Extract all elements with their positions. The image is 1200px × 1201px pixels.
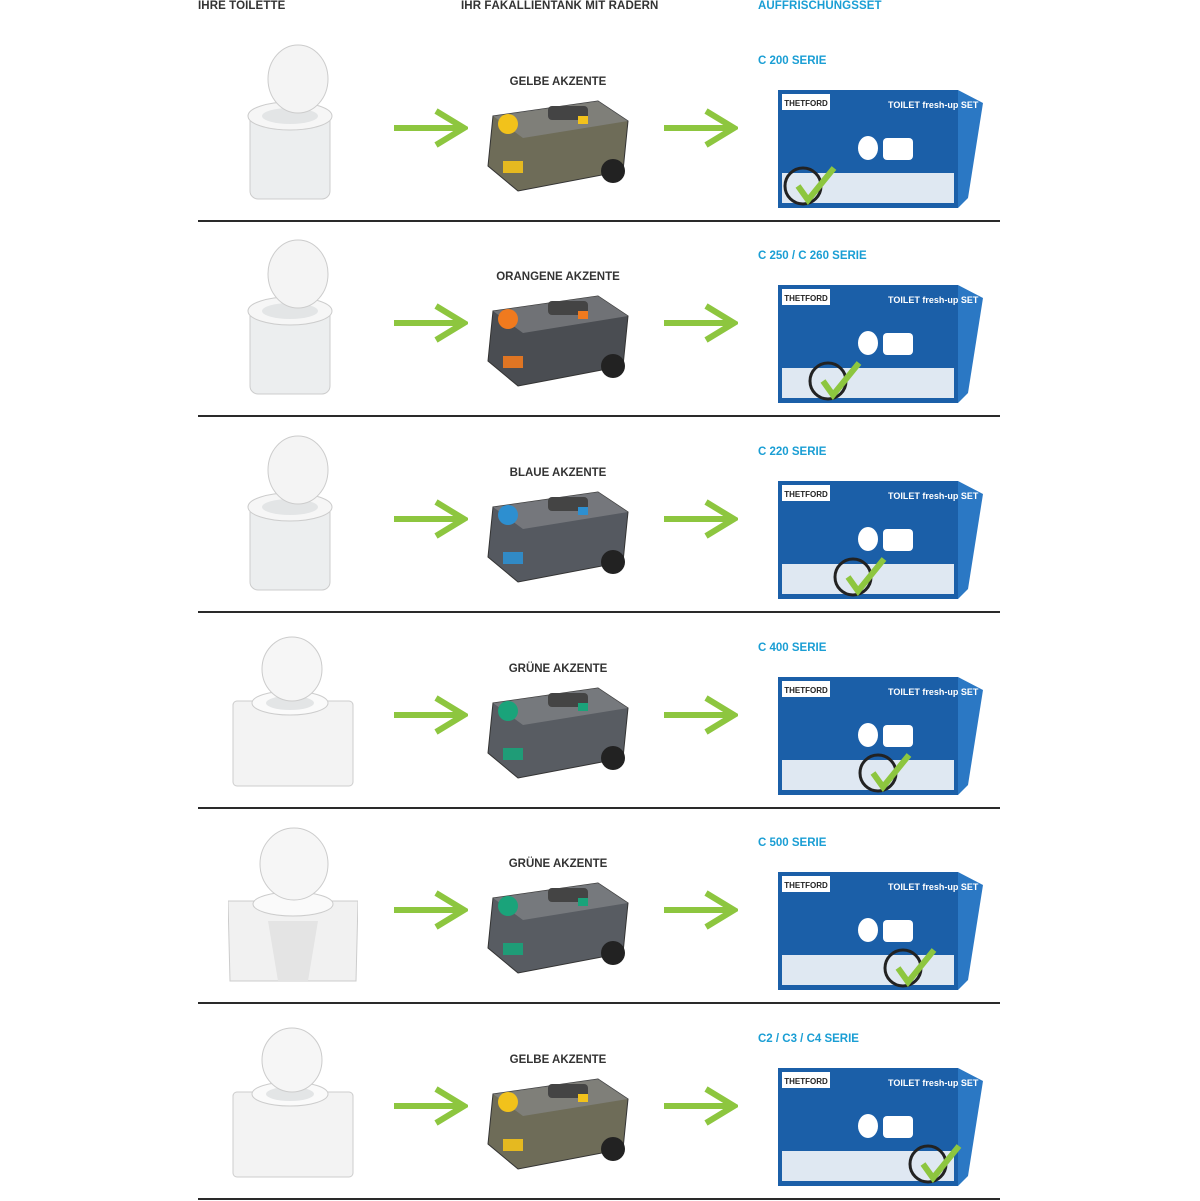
brand-logo: THETFORD [784, 881, 828, 890]
fresh-up-set-box-image: THETFORD TOILET fresh-up SET [758, 655, 998, 805]
tank-accent-label: GELBE AKZENTE [509, 1054, 607, 1066]
set-series-label: C 500 SERIE [758, 837, 827, 849]
set-series-label: C2 / C3 / C4 SERIE [758, 1033, 859, 1045]
header-toilet: IHRE TOILETTE [198, 0, 286, 12]
svg-text:TOILET fresh-up SET: TOILET fresh-up SET [888, 1078, 979, 1088]
arrow-right-icon [392, 303, 470, 343]
product-row: BLAUE AKZENTE C 220 SERIE THETFORD TOILET f… [198, 417, 1000, 613]
arrow-right-icon [392, 499, 470, 539]
arrow-right-icon [662, 499, 740, 539]
fresh-up-set-box-image: THETFORD TOILET fresh-up SET [758, 850, 998, 1000]
brand-logo: THETFORD [784, 1077, 828, 1086]
waste-tank-image [478, 271, 638, 391]
arrow-right-icon [392, 890, 470, 930]
arrow-right-icon [662, 303, 740, 343]
brand-logo: THETFORD [784, 490, 828, 499]
arrow-right-icon [662, 108, 740, 148]
waste-tank-image [478, 858, 638, 978]
brand-logo: THETFORD [784, 294, 828, 303]
waste-tank-image [478, 663, 638, 783]
product-row: GRÜNE AKZENTE C 500 SERIE THETFORD TOILET f… [198, 808, 1000, 1004]
toilet-image [228, 44, 358, 204]
set-series-label: C 220 SERIE [758, 446, 827, 458]
fresh-up-set-box-image: THETFORD TOILET fresh-up SET [758, 1046, 998, 1196]
product-row: GRÜNE AKZENTE C 400 SERIE THETFORD TOILET f… [198, 613, 1000, 809]
header-tank: IHR FÄKALLIENTANK MIT RÄDERN [461, 0, 659, 12]
waste-tank-image [478, 76, 638, 196]
brand-logo: THETFORD [784, 99, 828, 108]
product-row: GELBE AKZENTE C 200 SERIE THETFORD TOILET f… [198, 26, 1000, 222]
arrow-right-icon [662, 1086, 740, 1126]
tank-accent-label: GRÜNE AKZENTE [508, 858, 608, 870]
arrow-right-icon [392, 695, 470, 735]
svg-text:TOILET fresh-up SET: TOILET fresh-up SET [888, 100, 979, 110]
tank-accent-label: BLAUE AKZENTE [509, 467, 607, 479]
toilet-image [228, 631, 358, 791]
tank-accent-label: ORANGENE AKZENTE [496, 271, 620, 283]
svg-text:TOILET fresh-up SET: TOILET fresh-up SET [888, 687, 979, 697]
waste-tank-image [478, 1054, 638, 1174]
toilet-image [228, 239, 358, 399]
set-series-label: C 400 SERIE [758, 642, 827, 654]
header-set: AUFFRISCHUNGSSET [758, 0, 882, 12]
svg-text:TOILET fresh-up SET: TOILET fresh-up SET [888, 295, 979, 305]
waste-tank-image [478, 467, 638, 587]
arrow-right-icon [662, 890, 740, 930]
brand-logo: THETFORD [784, 686, 828, 695]
arrow-right-icon [392, 108, 470, 148]
toilet-image [228, 1022, 358, 1182]
tank-accent-label: GRÜNE AKZENTE [508, 663, 608, 675]
svg-text:TOILET fresh-up SET: TOILET fresh-up SET [888, 882, 979, 892]
toilet-image [228, 435, 358, 595]
arrow-right-icon [392, 1086, 470, 1126]
set-series-label: C 250 / C 260 SERIE [758, 250, 867, 262]
toilet-image [227, 826, 359, 986]
svg-text:TOILET fresh-up SET: TOILET fresh-up SET [888, 491, 979, 501]
fresh-up-set-box-image: THETFORD TOILET fresh-up SET [758, 263, 998, 413]
set-series-label: C 200 SERIE [758, 55, 827, 67]
fresh-up-set-box-image: THETFORD TOILET fresh-up SET [758, 68, 998, 218]
fresh-up-set-box-image: THETFORD TOILET fresh-up SET [758, 459, 998, 609]
tank-accent-label: GELBE AKZENTE [509, 76, 607, 88]
arrow-right-icon [662, 695, 740, 735]
